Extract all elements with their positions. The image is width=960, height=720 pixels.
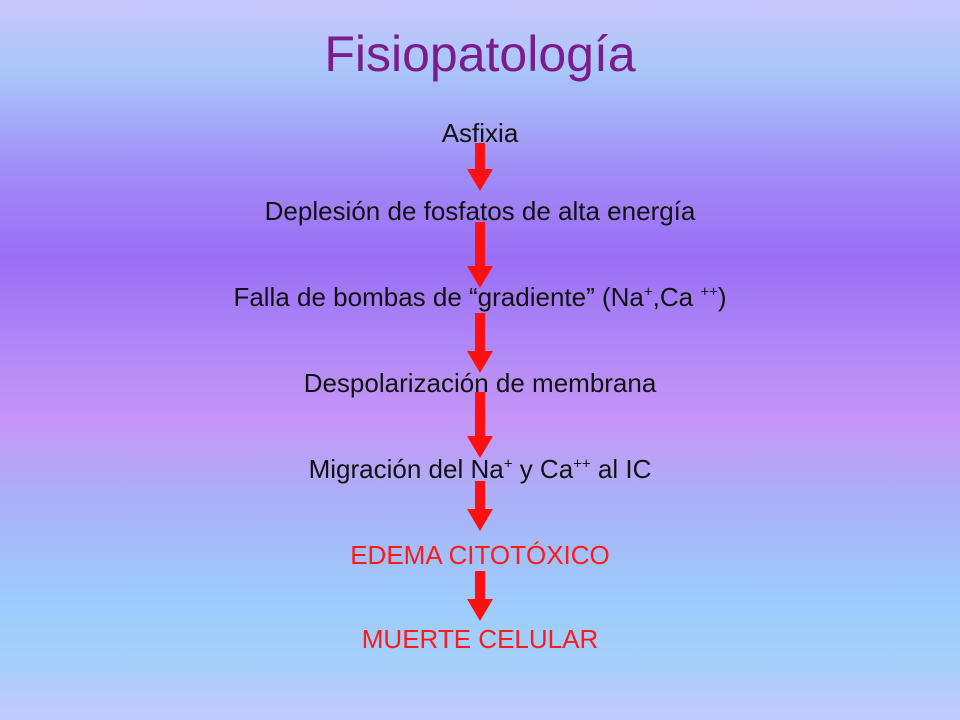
step-muerte-celular: MUERTE CELULAR: [361, 624, 599, 654]
step-falla-bombas: Falla de bombas de “gradiente” (Na+,Ca +…: [0, 280, 960, 314]
step-migracion-sup-ca: ++: [573, 455, 591, 473]
step-falla-bombas-text-pre: Falla de bombas de “gradiente” (Na: [233, 282, 644, 312]
step-migracion-text-post: al IC: [590, 454, 652, 484]
step-falla-bombas-text-mid: ,Ca: [652, 282, 701, 312]
step-deplesion-fosfatos: Deplesión de fosfatos de alta energía: [264, 196, 696, 226]
step-migracion: Migración del Na+ y Ca++ al IC: [0, 452, 960, 486]
step-asfixia: Asfixia: [441, 118, 519, 148]
step-falla-bombas-sup-na: +: [643, 283, 653, 301]
step-migracion-sup-na: +: [503, 455, 513, 473]
step-falla-bombas-text-post: ): [717, 282, 727, 312]
slide-title: Fisiopatología: [324, 26, 636, 82]
step-falla-bombas-sup-ca: ++: [700, 283, 718, 301]
step-migracion-text-mid: y Ca: [512, 454, 574, 484]
step-despolarizacion: Despolarización de membrana: [303, 368, 657, 398]
step-migracion-text-pre: Migración del Na: [308, 454, 504, 484]
step-edema-citotoxico: EDEMA CITOTÓXICO: [350, 540, 610, 570]
